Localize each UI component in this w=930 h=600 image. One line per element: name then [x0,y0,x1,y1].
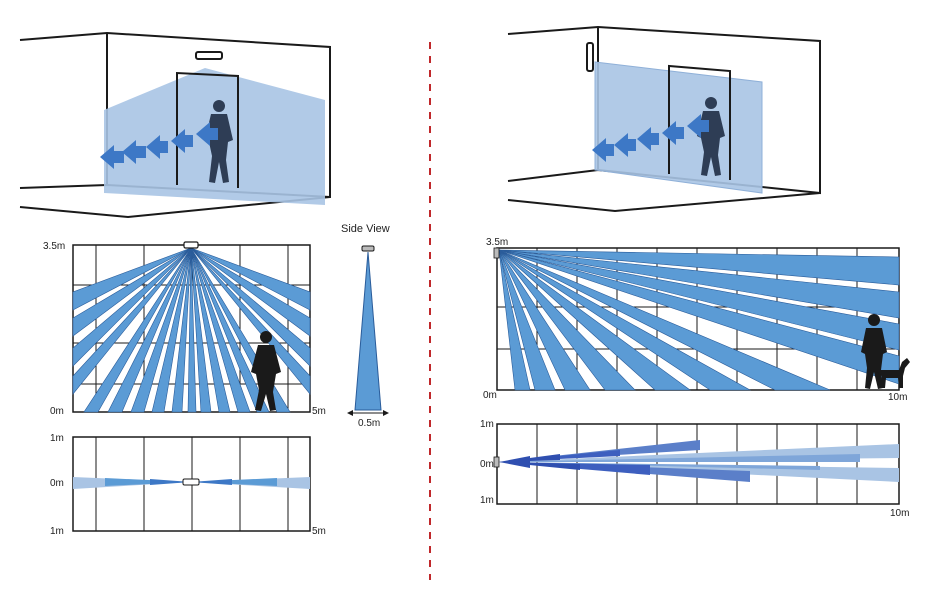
beam [72,247,192,367]
beam [187,247,197,413]
left-top-view: 1m 0m 1m 5m [50,433,326,537]
beam [72,247,192,337]
beam [498,249,900,319]
left-front-sensor-icon [183,241,199,249]
beam [72,247,192,395]
side-view: Side View 0.5m [341,223,390,429]
right-front-x-right-label: 10m [888,392,907,403]
dog-icon [877,358,910,388]
right-top-y-top-label: 1m [480,419,494,430]
right-sensor-icon [586,42,594,72]
right-front-sensor-icon [493,247,500,259]
left-top-sensor-icon [182,478,200,486]
beam [498,249,691,391]
beam [498,249,752,391]
right-front-view: 3.5m 0m 10m [483,237,910,403]
beam [498,249,900,286]
beam [171,247,192,413]
side-view-beam [354,251,382,411]
beam [190,247,311,367]
side-view-sensor-icon [361,245,375,252]
beam [498,249,591,391]
beam [190,247,251,413]
right-front-y-top-label: 3.5m [486,237,508,248]
beam [130,247,192,413]
beam [151,247,192,413]
beam [190,247,231,413]
left-top-view-beams [73,477,310,489]
beam [72,247,192,311]
right-top-view-beams [499,440,899,482]
left-room-scene [19,31,331,219]
left-sensor-icon [195,51,223,60]
beam [190,247,311,311]
beam [190,247,270,413]
left-front-y-bottom-label: 0m [50,406,64,417]
beam [190,247,311,337]
left-motion-arrows [100,122,218,169]
right-top-view: 1m 0m 1m 10m [480,419,909,519]
right-motion-arrows [592,114,709,162]
left-front-person-icon [251,331,281,411]
left-front-view: 3.5m 0m 5m [43,241,326,417]
beam [498,249,900,351]
right-top-y-mid-label: 0m [480,459,494,470]
left-front-x-right-label: 5m [312,406,326,417]
beam [498,249,531,391]
right-top-y-bottom-label: 1m [480,495,494,506]
left-top-y-top-label: 1m [50,433,64,444]
right-top-x-right-label: 10m [890,508,909,519]
beam [107,247,192,413]
beam [498,249,556,391]
beam [498,249,636,391]
right-top-sensor-icon [493,456,500,468]
left-top-x-right-label: 5m [312,526,326,537]
beam [190,247,311,395]
side-view-width-label: 0.5m [358,418,380,429]
left-top-y-bottom-label: 1m [50,526,64,537]
left-front-y-top-label: 3.5m [43,241,65,252]
left-top-y-mid-label: 0m [50,478,64,489]
side-view-title: Side View [341,223,390,235]
beam [83,247,192,413]
right-room-scene [507,25,821,213]
right-front-x-left-label: 0m [483,390,497,401]
beam [498,249,831,391]
beam [190,247,212,413]
